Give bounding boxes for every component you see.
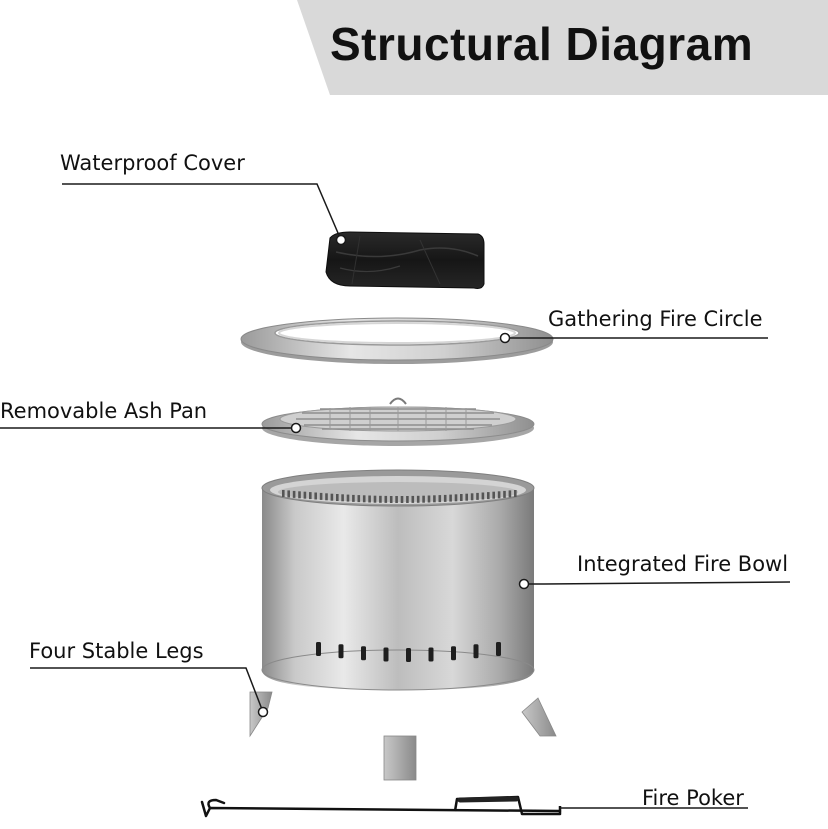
vent-hole: [443, 494, 447, 502]
vent-hole: [319, 492, 323, 500]
air-vent: [496, 642, 501, 656]
vent-hole: [454, 494, 458, 502]
integrated-fire-bowl: [261, 469, 535, 691]
vent-hole: [389, 496, 393, 503]
air-vent: [361, 646, 366, 661]
label-waterproof-cover: Waterproof Cover: [60, 151, 245, 175]
vent-hole: [341, 494, 344, 502]
vent-hole: [325, 493, 328, 501]
vent-hole: [433, 495, 436, 503]
vent-hole: [438, 495, 442, 503]
gathering-fire-circle: [240, 317, 554, 364]
four-stable-legs: [249, 691, 557, 781]
vent-hole: [460, 494, 463, 501]
air-vent: [428, 647, 434, 662]
air-vent: [316, 642, 321, 656]
vent-hole: [465, 493, 468, 501]
vent-hole: [362, 495, 366, 503]
vent-hole: [406, 496, 409, 503]
vent-hole: [379, 495, 382, 503]
vent-hole: [449, 494, 452, 502]
label-fire-poker: Fire Poker: [642, 786, 744, 810]
vent-hole: [411, 495, 415, 503]
vent-hole: [492, 491, 495, 499]
vent-hole: [309, 492, 312, 500]
air-vent: [451, 646, 456, 661]
vent-hole: [292, 490, 296, 498]
leader-integrated-fire-bowl: [524, 581, 791, 585]
vent-hole: [384, 495, 388, 503]
label-four-stable-legs: Four Stable Legs: [29, 639, 204, 663]
vent-hole: [427, 495, 431, 503]
vent-hole: [416, 495, 420, 503]
vent-hole: [395, 496, 398, 503]
air-vent: [473, 644, 479, 659]
fire-poker: [200, 795, 562, 818]
vent-hole: [481, 492, 485, 500]
air-vent: [338, 644, 344, 659]
vent-hole: [487, 492, 490, 500]
label-gathering-fire-circle: Gathering Fire Circle: [548, 307, 763, 331]
vent-hole: [330, 493, 334, 501]
vent-hole: [368, 495, 371, 503]
vent-hole: [336, 494, 339, 501]
vent-hole: [373, 495, 377, 503]
air-vent: [406, 648, 411, 662]
vent-hole: [470, 493, 474, 501]
vent-hole: [497, 491, 501, 499]
vent-hole: [352, 494, 355, 502]
vent-hole: [400, 496, 404, 503]
diagram-title: Structural Diagram: [330, 18, 754, 70]
waterproof-cover: [325, 231, 485, 289]
label-integrated-fire-bowl: Integrated Fire Bowl: [577, 552, 789, 576]
vent-hole: [282, 490, 285, 497]
vent-hole: [346, 494, 350, 502]
removable-ash-pan: [261, 397, 535, 446]
leader-dots: [257, 234, 530, 718]
air-vent: [383, 647, 389, 662]
vent-hole: [514, 490, 517, 497]
vent-hole: [422, 495, 425, 503]
leader-lines: [0, 183, 791, 809]
vent-hole: [503, 490, 506, 498]
vent-hole: [357, 495, 361, 503]
vent-hole: [287, 490, 290, 498]
title-banner: [297, 0, 828, 95]
vent-hole: [303, 491, 307, 499]
leader-waterproof-cover: [62, 183, 342, 241]
leader-four-stable-legs: [30, 667, 264, 713]
vent-hole: [476, 492, 479, 500]
vent-hole: [508, 490, 512, 498]
vent-hole: [314, 492, 317, 500]
label-removable-ash-pan: Removable Ash Pan: [0, 399, 208, 423]
vent-hole: [298, 491, 301, 499]
